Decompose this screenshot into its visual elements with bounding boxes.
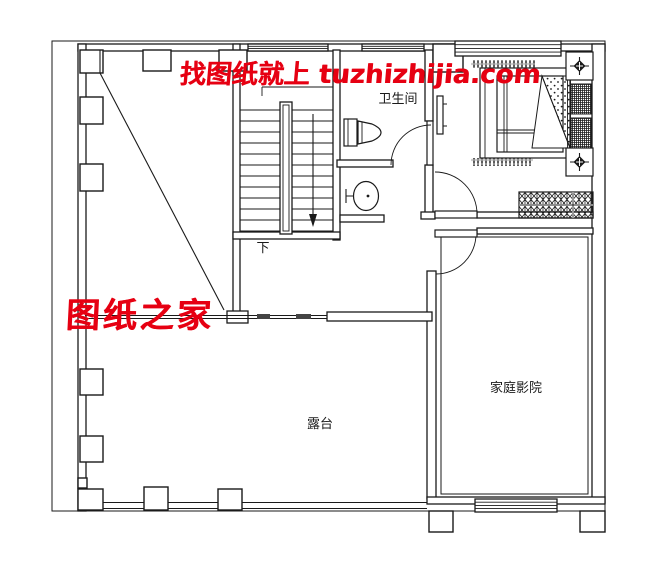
stair-direction-arrow-icon [309,114,317,227]
bedroom-door-swing-icon [434,171,478,219]
wall-tv-icon [436,95,447,135]
home-theater-top-wall [476,227,594,235]
left-wall [77,43,87,512]
toilet-icon [343,118,382,147]
bedroom [436,51,594,219]
bedroom-left-wall-lower [424,164,434,215]
pillow-icon [570,83,592,115]
pillow-icon [570,117,592,149]
wash-basin-icon [345,180,380,212]
column-icon [217,488,243,511]
diagonal-line [99,72,225,311]
windows [247,40,562,513]
terrace-parapet [85,502,427,509]
window-icon [474,498,558,513]
stairs-down-label: 下 [256,240,269,255]
column-icon [579,510,606,533]
basin-alcove-wall [339,214,385,223]
bathroom-label: 卫生间 [378,91,417,106]
column-icon [79,96,104,125]
column-icon [79,163,104,192]
wall-jog [77,477,88,489]
watermark-side: 图纸之家 [64,296,215,336]
window-icon [454,40,562,57]
room-finish-line [440,236,589,495]
bathroom-bottom-wall [336,159,394,168]
right-wall [591,43,606,504]
quilt-fold-dotted [541,75,571,149]
bathroom-door-swing-icon [390,120,434,166]
stair-bathroom-divider-wall [332,49,341,241]
column-icon [142,49,172,72]
double-bed-icon [479,67,592,159]
sloped-area [85,50,225,311]
columns [77,43,606,533]
column-icon [77,488,104,511]
terrace-label: 露台 [307,416,333,431]
column-icon [79,435,104,463]
column-icon [79,368,104,396]
staircase-icon: 下 [240,86,333,255]
column-icon [428,510,454,533]
home-theater-label: 家庭影院 [490,380,542,395]
hall-terrace-wall [326,311,433,322]
bathroom: 卫生间 [343,91,434,212]
wall-end-block [226,310,249,324]
railing-post [296,314,311,319]
home-theater-room: 家庭影院 [440,236,589,495]
column-icon [218,49,248,72]
home-theater-left-wall [426,270,437,500]
column-icon [143,486,169,511]
carpet-fringe [471,158,533,166]
watermark-top: 找图纸就上 tuzhizhijia.com [178,60,542,90]
railing-post [257,314,270,319]
nightstand-lamp-icon [565,51,594,81]
window-icon [361,43,425,52]
nightstand-lamp-icon [565,147,594,177]
door-jamb-stub [420,211,436,220]
window-icon [247,43,329,52]
terrace-railing [85,314,427,509]
carpet-fringe [471,60,535,68]
wardrobe-icon [518,191,594,219]
